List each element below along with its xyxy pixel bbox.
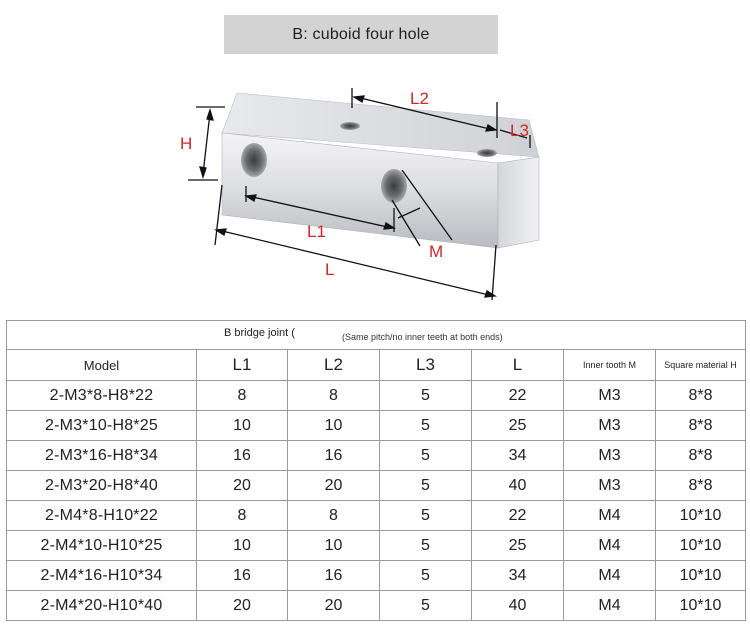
cell-square-material: 10*10 <box>654 560 747 591</box>
cell-l: 25 <box>471 530 564 561</box>
cell-l1: 10 <box>196 530 288 561</box>
front-hole-right <box>381 169 407 203</box>
cuboid-drawing: H L2 L3 L1 M L <box>180 88 540 301</box>
table-caption: B bridge joint ( <box>224 327 295 339</box>
cell-l3: 5 <box>379 470 472 501</box>
cell-inner-tooth: M4 <box>563 560 656 591</box>
label-l3: L3 <box>510 121 529 140</box>
table-header-row: Model L1 L2 L3 L Inner tooth M Square ma… <box>6 349 747 381</box>
front-hole-left <box>241 143 267 177</box>
cell-inner-tooth: M4 <box>563 590 656 621</box>
col-header-l2: L2 <box>287 349 380 381</box>
col-header-square-material: Square material H <box>654 349 747 381</box>
cell-square-material: 10*10 <box>654 590 747 621</box>
cell-l3: 5 <box>379 440 472 471</box>
cell-square-material: 8*8 <box>654 410 747 441</box>
table-caption-note: (Same pitch/no inner teeth at both ends) <box>342 332 503 342</box>
cell-l: 34 <box>471 560 564 591</box>
cell-l: 40 <box>471 470 564 501</box>
cell-model: 2-M3*10-H8*25 <box>6 410 197 441</box>
cell-square-material: 8*8 <box>654 440 747 471</box>
col-header-inner-tooth: Inner tooth M <box>563 349 656 381</box>
label-m: M <box>429 242 443 261</box>
cell-l1: 8 <box>196 380 288 411</box>
title-box: B: cuboid four hole <box>224 15 498 54</box>
cell-square-material: 8*8 <box>654 470 747 501</box>
table-caption-row: B bridge joint ( (Same pitch/no inner te… <box>5 320 747 350</box>
cell-l3: 5 <box>379 590 472 621</box>
cell-l2: 10 <box>287 530 380 561</box>
cell-l1: 10 <box>196 410 288 441</box>
col-header-l3: L3 <box>379 349 472 381</box>
dimension-lines <box>188 88 531 301</box>
cell-l2: 10 <box>287 410 380 441</box>
cell-l: 22 <box>471 500 564 531</box>
cell-l1: 20 <box>196 470 288 501</box>
cell-l2: 8 <box>287 380 380 411</box>
cell-inner-tooth: M3 <box>563 440 656 471</box>
page-title: B: cuboid four hole <box>292 25 430 43</box>
top-hole-right <box>477 149 497 157</box>
product-diagram: H L2 L3 L1 M L <box>0 60 750 315</box>
cell-square-material: 8*8 <box>654 380 747 411</box>
cell-l3: 5 <box>379 380 472 411</box>
cell-square-material: 10*10 <box>654 530 747 561</box>
cell-l2: 16 <box>287 440 380 471</box>
spec-table: B bridge joint ( (Same pitch/no inner te… <box>5 320 747 621</box>
cell-model: 2-M3*8-H8*22 <box>6 380 197 411</box>
cell-inner-tooth: M4 <box>563 530 656 561</box>
label-l: L <box>325 260 334 279</box>
top-hole-left <box>340 122 360 130</box>
cell-l: 22 <box>471 380 564 411</box>
cuboid-end-face <box>497 156 540 249</box>
col-header-l: L <box>471 349 564 381</box>
cell-l1: 8 <box>196 500 288 531</box>
cell-l: 25 <box>471 410 564 441</box>
cell-l3: 5 <box>379 500 472 531</box>
cell-model: 2-M3*20-H8*40 <box>6 470 197 501</box>
col-header-l1: L1 <box>196 349 288 381</box>
cell-model: 2-M3*16-H8*34 <box>6 440 197 471</box>
cell-l2: 16 <box>287 560 380 591</box>
cell-l: 40 <box>471 590 564 621</box>
label-h: H <box>180 134 192 153</box>
cell-model: 2-M4*10-H10*25 <box>6 530 197 561</box>
cell-l1: 16 <box>196 440 288 471</box>
cell-l2: 20 <box>287 470 380 501</box>
cell-model: 2-M4*16-H10*34 <box>6 560 197 591</box>
label-l2: L2 <box>410 89 429 108</box>
cell-inner-tooth: M3 <box>563 380 656 411</box>
cell-l: 34 <box>471 440 564 471</box>
cell-model: 2-M4*20-H10*40 <box>6 590 197 621</box>
cell-model: 2-M4*8-H10*22 <box>6 500 197 531</box>
cell-l1: 16 <box>196 560 288 591</box>
col-header-model: Model <box>6 349 197 381</box>
table-caption-cell: B bridge joint ( (Same pitch/no inner te… <box>5 320 747 350</box>
cell-l3: 5 <box>379 530 472 561</box>
label-l1: L1 <box>307 222 326 241</box>
cell-l2: 8 <box>287 500 380 531</box>
cell-l2: 20 <box>287 590 380 621</box>
cell-inner-tooth: M3 <box>563 410 656 441</box>
cell-l3: 5 <box>379 410 472 441</box>
cell-inner-tooth: M4 <box>563 500 656 531</box>
cell-inner-tooth: M3 <box>563 470 656 501</box>
cell-l3: 5 <box>379 560 472 591</box>
cell-l1: 20 <box>196 590 288 621</box>
cell-square-material: 10*10 <box>654 500 747 531</box>
